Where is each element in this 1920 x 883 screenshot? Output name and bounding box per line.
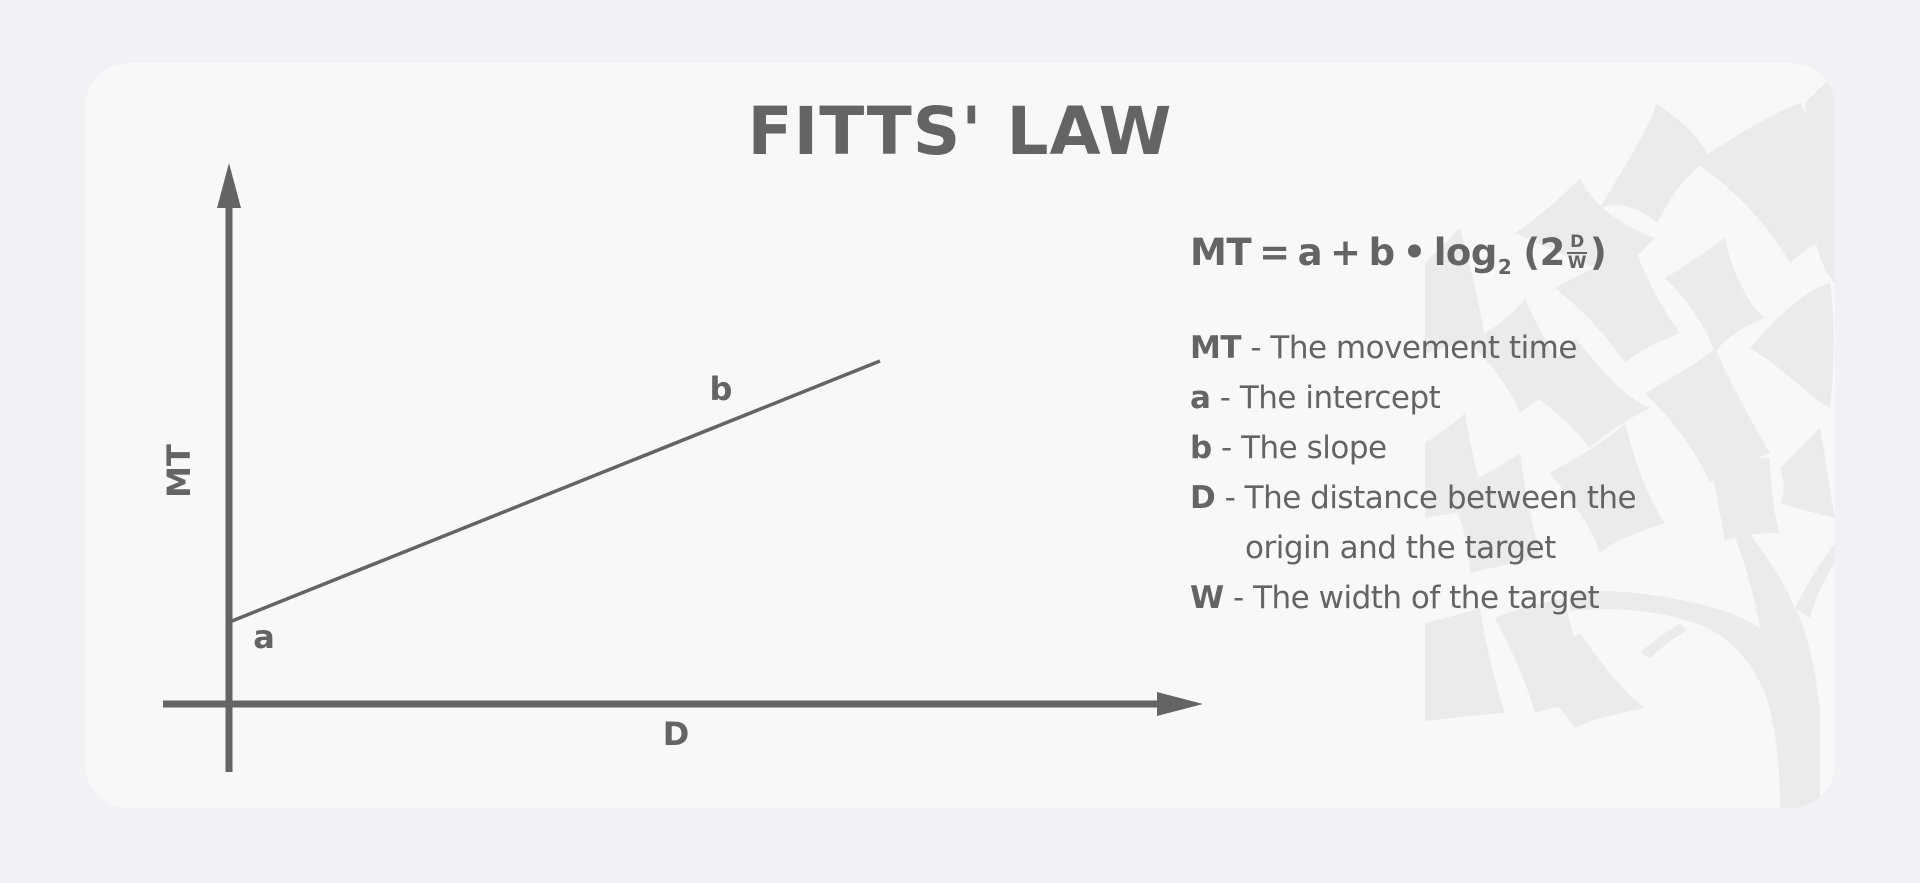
legend-item-a: a - The intercept xyxy=(1190,373,1636,423)
formula-b: b xyxy=(1369,231,1395,274)
legend-description: - The movement time xyxy=(1241,330,1577,366)
formula-dot: • xyxy=(1403,231,1426,274)
formula-fraction: D W xyxy=(1567,234,1587,272)
legend-list: MT - The movement time a - The intercept… xyxy=(1190,323,1636,623)
formula-lhs: MT xyxy=(1190,231,1251,274)
legend-item-d: D - The distance between the origin and … xyxy=(1190,473,1636,573)
legend-description: - The slope xyxy=(1212,430,1387,466)
legend-item-mt: MT - The movement time xyxy=(1190,323,1636,373)
legend-description: - The distance between the xyxy=(1215,480,1636,516)
formula-plus: + xyxy=(1330,231,1361,274)
legend-term: MT xyxy=(1190,330,1241,366)
intercept-label: a xyxy=(253,618,275,656)
legend-term: a xyxy=(1190,380,1210,416)
y-axis-label: MT xyxy=(160,444,198,498)
fitts-law-line xyxy=(232,361,880,621)
formula-paren-close: ) xyxy=(1590,231,1606,274)
legend-description: - The intercept xyxy=(1210,380,1440,416)
legend-term: b xyxy=(1190,430,1212,466)
x-axis xyxy=(163,692,1203,716)
x-axis-arrowhead-icon xyxy=(1157,692,1203,716)
y-axis-arrowhead-icon xyxy=(217,163,241,208)
formula-a: a xyxy=(1298,231,1322,274)
slope-label: b xyxy=(710,370,733,408)
formula-two: 2 xyxy=(1540,231,1565,274)
fitts-law-card: FITTS' LAW MT D a b MT = a + b • log 2 (… xyxy=(85,63,1835,808)
legend-term: W xyxy=(1190,580,1224,616)
formula-denominator: W xyxy=(1568,255,1586,272)
fitts-law-formula: MT = a + b • log 2 ( 2 D W ) xyxy=(1190,231,1606,274)
legend-description-continuation: origin and the target xyxy=(1190,523,1636,573)
legend-item-b: b - The slope xyxy=(1190,423,1636,473)
y-axis xyxy=(217,163,241,772)
legend-item-w: W - The width of the target xyxy=(1190,573,1636,623)
x-axis-label: D xyxy=(663,715,690,753)
legend-description: - The width of the target xyxy=(1224,580,1599,616)
formula-log-base: 2 xyxy=(1498,255,1511,279)
legend-term: D xyxy=(1190,480,1215,516)
formula-paren-open: ( xyxy=(1523,231,1539,274)
formula-equals: = xyxy=(1259,231,1290,274)
formula-numerator: D xyxy=(1570,234,1584,251)
formula-log: log xyxy=(1434,231,1497,274)
